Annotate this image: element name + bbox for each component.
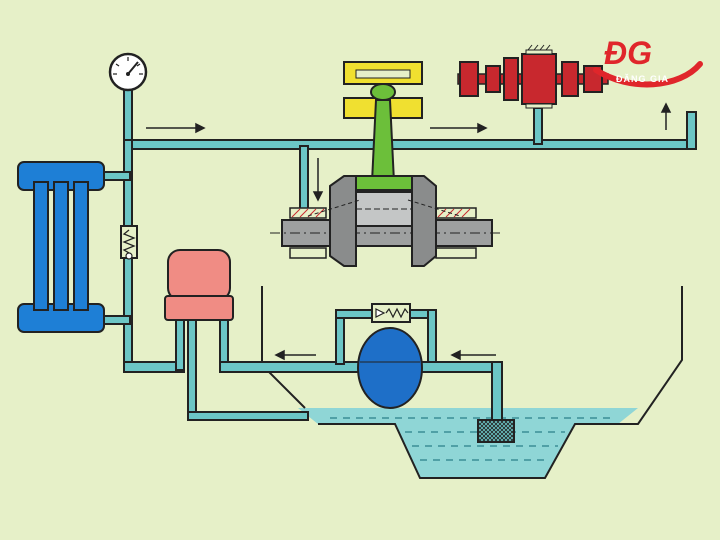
flow-arrow-icon <box>146 102 672 361</box>
logo-subtext: ĐĂNG GIA <box>616 74 669 84</box>
crankshaft-main-bearing <box>270 175 500 267</box>
oil-pump <box>357 327 423 409</box>
oil-cooler-radiator <box>17 161 105 333</box>
strainer-icon <box>477 419 515 443</box>
bypass-valve-left <box>120 225 138 260</box>
oil-sump <box>261 286 683 479</box>
brand-logo: ĐG ĐĂNG GIA <box>593 35 703 88</box>
oil-filter <box>164 249 234 321</box>
camshaft <box>457 44 609 109</box>
logo-text: ĐG <box>604 35 652 71</box>
relief-valve-pump <box>371 303 411 323</box>
pressure-gauge-icon <box>108 52 148 92</box>
